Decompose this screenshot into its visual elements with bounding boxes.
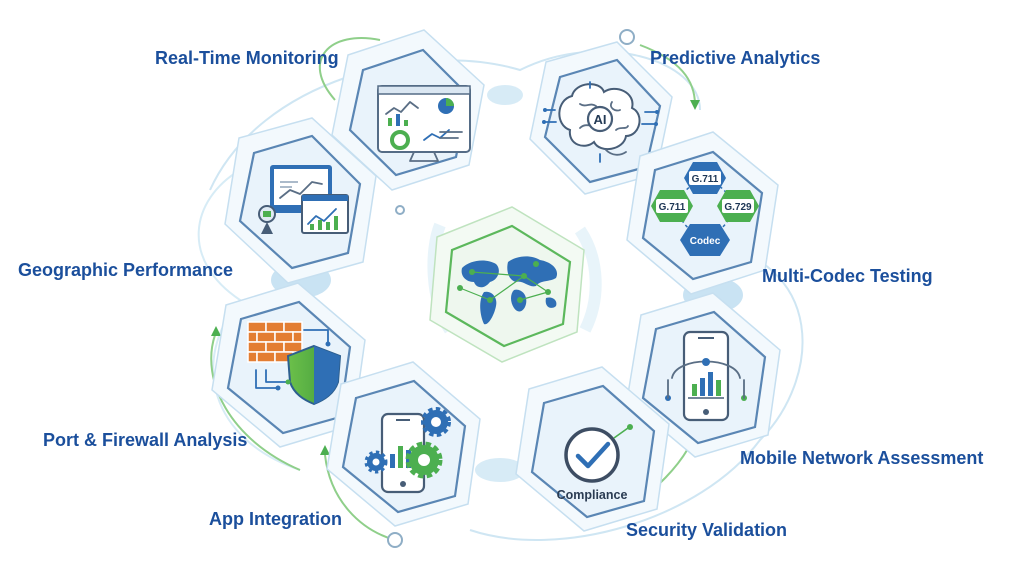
label-app-integration: App Integration <box>209 509 342 529</box>
hexagon-multi-codec-testing: G.711 G.711 G.729 Codec <box>626 131 779 295</box>
hexagon-real-time-monitoring <box>331 29 485 191</box>
decorative-arrows <box>211 100 700 455</box>
codec-center-text: Codec <box>690 236 721 247</box>
label-real-time-monitoring: Real-Time Monitoring <box>155 48 339 68</box>
hexagon-mobile-network-assessment <box>626 292 781 458</box>
hexagon-predictive-analytics: AI <box>529 41 673 195</box>
label-geographic-performance: Geographic Performance <box>18 260 234 280</box>
hexagon-app-integration <box>326 361 481 527</box>
firewall-shield-icon <box>247 321 342 406</box>
compliance-text: Compliance <box>557 488 628 502</box>
hexagon-center-world <box>429 206 585 363</box>
label-security-validation: Security Validation <box>626 520 788 540</box>
mobile-signal-icon <box>665 330 747 422</box>
codec-g711-top-text: G.711 <box>692 174 719 185</box>
codec-g729-text: G.729 <box>724 202 752 213</box>
label-mobile-network-assessment: Mobile Network Assessment <box>740 448 984 468</box>
hexagon-geographic-performance <box>224 117 377 284</box>
codec-network-icon: G.711 G.711 G.729 Codec <box>651 162 759 256</box>
label-multi-codec-testing: Multi-Codec Testing <box>762 266 933 286</box>
codec-g711-left-text: G.711 <box>659 202 686 213</box>
performance-charts-icon <box>258 165 349 234</box>
compliance-check-icon: Compliance <box>557 424 633 502</box>
hexagon-port-firewall-analysis <box>211 282 366 448</box>
ai-badge-text: AI <box>594 112 607 127</box>
dashboard-monitor-icon <box>377 85 471 162</box>
hexagon-security-validation: Compliance <box>515 366 670 532</box>
phone-gears-icon <box>364 407 451 494</box>
label-predictive-analytics: Predictive Analytics <box>650 48 821 68</box>
label-port-firewall-analysis: Port & Firewall Analysis <box>43 430 248 450</box>
ai-brain-icon: AI <box>542 81 659 163</box>
world-network-icon <box>457 256 558 325</box>
